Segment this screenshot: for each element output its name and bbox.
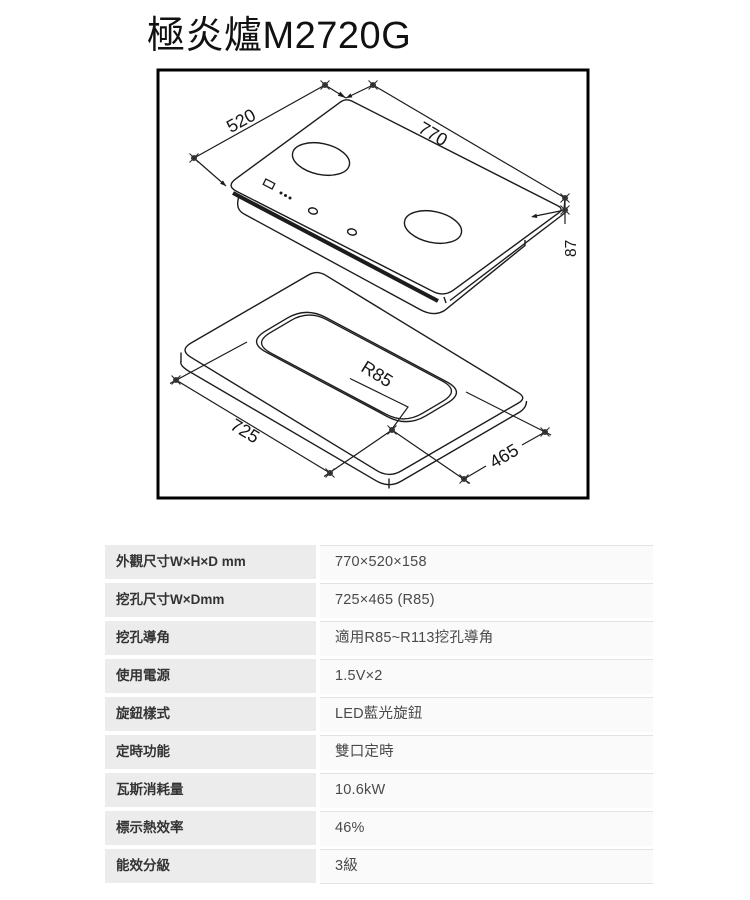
- stove-front-edge: [232, 191, 439, 303]
- indicator-dot: [279, 191, 283, 195]
- dim-marker: [459, 474, 469, 484]
- table-row: 旋鈕樣式 LED藍光旋鈕: [105, 697, 653, 732]
- table-row: 定時功能 雙口定時: [105, 735, 653, 770]
- spec-value: LED藍光旋鈕: [320, 697, 653, 732]
- table-row: 挖孔尺寸W×Dmm 725×465 (R85): [105, 583, 653, 618]
- table-row: 瓦斯消耗量 10.6kW: [105, 773, 653, 808]
- burner-right: [403, 209, 463, 245]
- spec-value: 770×520×158: [320, 545, 653, 580]
- spec-value: 適用R85~R113挖孔導角: [320, 621, 653, 656]
- spec-value: 10.6kW: [320, 773, 653, 808]
- stove-top-view: [230, 99, 566, 315]
- stove-right-edge: [449, 211, 566, 302]
- table-row: 挖孔導角 適用R85~R113挖孔導角: [105, 621, 653, 656]
- spec-value: 46%: [320, 811, 653, 846]
- counter-top-face: [184, 271, 524, 476]
- cutout-outline-inner: [260, 314, 453, 420]
- spec-label: 挖孔導角: [105, 621, 316, 655]
- stove-base-body: [236, 195, 526, 315]
- spec-label: 標示熱效率: [105, 811, 316, 845]
- dim-marker: [368, 80, 378, 90]
- spec-value: 1.5V×2: [320, 659, 653, 694]
- spec-label: 使用電源: [105, 659, 316, 693]
- dim-marker: [560, 205, 570, 215]
- product-dimension-diagram: 520 770 87 R85: [156, 68, 590, 500]
- spec-label: 外觀尺寸W×H×D mm: [105, 545, 316, 579]
- stove-front-corner-edge: [443, 296, 447, 304]
- table-row: 使用電源 1.5V×2: [105, 659, 653, 694]
- dimension-markers: [171, 80, 570, 484]
- dim-marker: [171, 375, 181, 385]
- indicator-dot: [284, 194, 287, 197]
- table-row: 外觀尺寸W×H×D mm 770×520×158: [105, 545, 653, 580]
- spec-label: 瓦斯消耗量: [105, 773, 316, 807]
- dim-marker: [540, 427, 550, 437]
- counter-cutout-view: [180, 271, 528, 489]
- spec-label: 定時功能: [105, 735, 316, 769]
- burner-left: [291, 141, 351, 177]
- table-row: 能效分級 3級: [105, 849, 653, 884]
- spec-label: 能效分級: [105, 849, 316, 883]
- spec-value: 雙口定時: [320, 735, 653, 770]
- spec-value: 725×465 (R85): [320, 583, 653, 618]
- knob-right: [346, 228, 358, 236]
- dim-marker: [387, 425, 397, 435]
- knob-left: [307, 207, 319, 215]
- control-display: [262, 178, 276, 190]
- indicator-dot: [288, 196, 292, 200]
- spec-value: 3級: [320, 849, 653, 884]
- dim-marker: [560, 193, 570, 203]
- spec-label: 旋鈕樣式: [105, 697, 316, 731]
- cutout-outline-outer: [255, 311, 458, 423]
- dim-marker: [189, 153, 199, 163]
- page-title: 極炎爐M2720G: [147, 15, 412, 57]
- spec-table: 外觀尺寸W×H×D mm 770×520×158 挖孔尺寸W×Dmm 725×4…: [105, 545, 653, 887]
- dim-marker: [325, 468, 335, 478]
- dim-87-label: 87: [563, 240, 580, 257]
- table-row: 標示熱效率 46%: [105, 811, 653, 846]
- dim-marker: [320, 80, 330, 90]
- stove-glass-top: [230, 99, 562, 295]
- spec-label: 挖孔尺寸W×Dmm: [105, 583, 316, 617]
